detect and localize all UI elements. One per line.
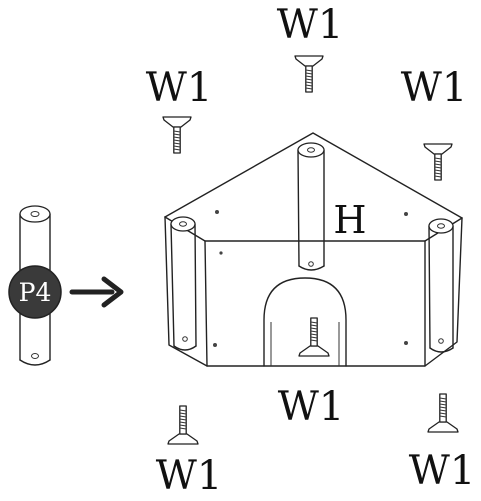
label-part-h: H — [333, 198, 366, 242]
label-w1-bottom-center: W1 — [278, 384, 345, 430]
screw-center-icon — [298, 317, 330, 357]
dowel-left — [170, 216, 197, 351]
label-w1-top-center: W1 — [277, 2, 344, 48]
screw-top-left-icon — [162, 116, 192, 154]
dowel-p4 — [19, 205, 51, 366]
screw-top-right-icon — [423, 143, 453, 181]
screw-top-center-icon — [294, 55, 324, 93]
label-w1-bottom-left: W1 — [156, 453, 223, 499]
screw-bottom-right-icon — [427, 393, 459, 433]
right-arrow-icon — [69, 276, 124, 308]
label-w1-top-right: W1 — [401, 65, 468, 111]
dowel-center — [297, 142, 325, 271]
p4-badge: P4 — [8, 265, 62, 319]
label-w1-top-left: W1 — [146, 65, 213, 111]
label-w1-bottom-right: W1 — [409, 448, 476, 494]
dowel-right — [428, 218, 454, 353]
screw-bottom-left-icon — [167, 405, 199, 445]
svg-text:P4: P4 — [19, 278, 52, 307]
